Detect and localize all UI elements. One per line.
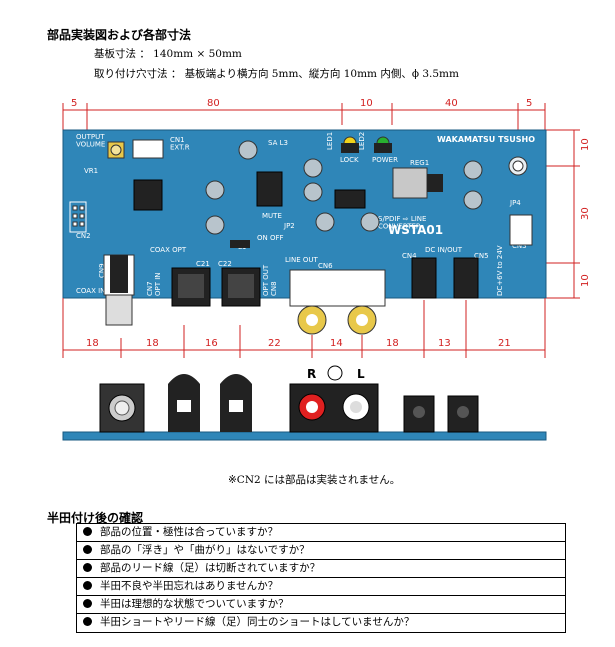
board-maker: WAKAMATSU TSUSHO xyxy=(437,135,535,144)
regulator xyxy=(392,167,428,199)
label-c22: C22 xyxy=(218,260,232,268)
label-cn2: CN2 xyxy=(76,232,91,240)
dim-bottom-5: 18 xyxy=(386,338,399,349)
dim-top-0: 5 xyxy=(71,98,77,109)
cn4-dc-jack xyxy=(411,257,437,299)
dim-top-1: 80 xyxy=(207,98,220,109)
label-reg1: REG1 xyxy=(410,159,429,167)
dim-bottom-6: 13 xyxy=(438,338,451,349)
label-opt-out: OPT OUT xyxy=(262,264,270,296)
inductor-l1 xyxy=(230,240,250,248)
label-led2: LED2 xyxy=(358,132,366,150)
bullet-icon xyxy=(83,581,92,590)
bullet-icon xyxy=(83,527,92,536)
board-size-spec: 基板寸法 ： 140mm × 50mm xyxy=(94,48,242,60)
dim-bottom-3: 22 xyxy=(268,338,281,349)
bullet-icon xyxy=(83,617,92,626)
label-sa-l3: SA L3 xyxy=(268,139,288,147)
check-item: 半田不良や半田忘れはありませんか？ xyxy=(77,578,565,596)
label-jp2: JP2 xyxy=(283,222,295,230)
cn2-pins xyxy=(69,201,87,233)
dim-bottom-1: 18 xyxy=(146,338,159,349)
label-cn4: CN4 xyxy=(402,252,417,260)
label-on-off: ON OFF xyxy=(257,234,284,242)
label-opt-in: OPT IN xyxy=(154,272,162,296)
check-item-text: 部品の「浮き」や「曲がり」はないですか？ xyxy=(100,544,310,556)
dim-top-4: 5 xyxy=(526,98,532,109)
check-item: 半田は理想的な状態でついていますか？ xyxy=(77,596,565,614)
ic-2 xyxy=(256,171,283,207)
label-cn6: CN6 xyxy=(318,262,333,270)
page-title: 部品実装図および各部寸法 xyxy=(47,28,192,42)
dim-right-0: 10 xyxy=(580,138,591,151)
label-coax-in: COAX IN xyxy=(76,287,105,295)
check-item: 部品の「浮き」や「曲がり」はないですか？ xyxy=(77,542,565,560)
bullet-icon xyxy=(83,563,92,572)
electrolytic-capacitors xyxy=(205,140,483,235)
side-view-board xyxy=(62,431,547,441)
checklist-title: 半田付け後の確認 xyxy=(47,511,144,525)
bottom-dimensions xyxy=(62,298,546,358)
label-cn5: CN5 xyxy=(474,252,489,260)
check-item: 部品の位置・極性は合っていますか？ xyxy=(77,524,565,542)
label-c21: C21 xyxy=(196,260,210,268)
label-dc-range: DC+6V to 24V xyxy=(496,245,504,296)
check-item: 半田ショートやリード線（足）同士のショートはしていませんか？ xyxy=(77,614,565,632)
label-line-out: LINE OUT xyxy=(285,256,318,264)
side-dc-jack-2 xyxy=(447,395,479,433)
label-power: POWER xyxy=(372,156,398,164)
ic-1 xyxy=(133,179,163,211)
cn2-note: ※CN2 には部品は実装されません。 xyxy=(228,474,401,486)
label-jp4: JP4 xyxy=(509,199,521,207)
label-vr1: VR1 xyxy=(84,167,98,175)
mount-hole-spec: 取り付け穴寸法 ： 基板端より横方向 5mm、縦方向 10mm 内側、ϕ 3.5… xyxy=(94,68,459,80)
cn3-header xyxy=(509,214,533,246)
label-lock: LOCK xyxy=(340,156,359,164)
checklist: 部品の位置・極性は合っていますか？ 部品の「浮き」や「曲がり」はないですか？ 部… xyxy=(76,523,566,633)
side-label-r: R xyxy=(307,367,316,381)
dim-bottom-2: 16 xyxy=(205,338,218,349)
check-item-text: 半田ショートやリード線（足）同士のショートはしていませんか？ xyxy=(100,616,415,628)
bullet-icon xyxy=(83,599,92,608)
label-cn3: CN3 xyxy=(512,242,527,250)
label-coax-opt: COAX OPT xyxy=(150,246,187,254)
check-item-text: 半田不良や半田忘れはありませんか？ xyxy=(100,580,279,592)
label-cn7: CN7 xyxy=(146,281,154,296)
label-cn8: CN8 xyxy=(270,281,278,296)
cn6-rca-pair xyxy=(289,269,386,307)
cn5-dc-jack xyxy=(453,257,479,299)
check-item: 部品のリード線（足）は切断されていますか？ xyxy=(77,560,565,578)
board-model: WSTA01 xyxy=(388,223,443,237)
dim-top-3: 40 xyxy=(445,98,458,109)
label-dc-in-out: DC IN/OUT xyxy=(425,246,463,254)
label-led1: LED1 xyxy=(326,132,334,150)
bullet-icon xyxy=(83,545,92,554)
check-item-text: 半田は理想的な状態でついていますか？ xyxy=(100,598,289,610)
label-cn9: CN9 xyxy=(98,263,106,278)
check-item-text: 部品のリード線（足）は切断されていますか？ xyxy=(100,562,321,574)
check-item-text: 部品の位置・極性は合っていますか？ xyxy=(100,526,278,538)
side-label-l: L xyxy=(357,367,365,381)
label-mute: MUTE xyxy=(262,212,282,220)
dim-top-2: 10 xyxy=(360,98,373,109)
dim-bottom-4: 14 xyxy=(330,338,343,349)
dim-right-2: 10 xyxy=(580,274,591,287)
dim-bottom-0: 18 xyxy=(86,338,99,349)
converter-ic xyxy=(334,189,366,209)
dim-right-1: 30 xyxy=(580,207,591,220)
cn1-header xyxy=(132,139,164,159)
dim-bottom-7: 21 xyxy=(498,338,511,349)
